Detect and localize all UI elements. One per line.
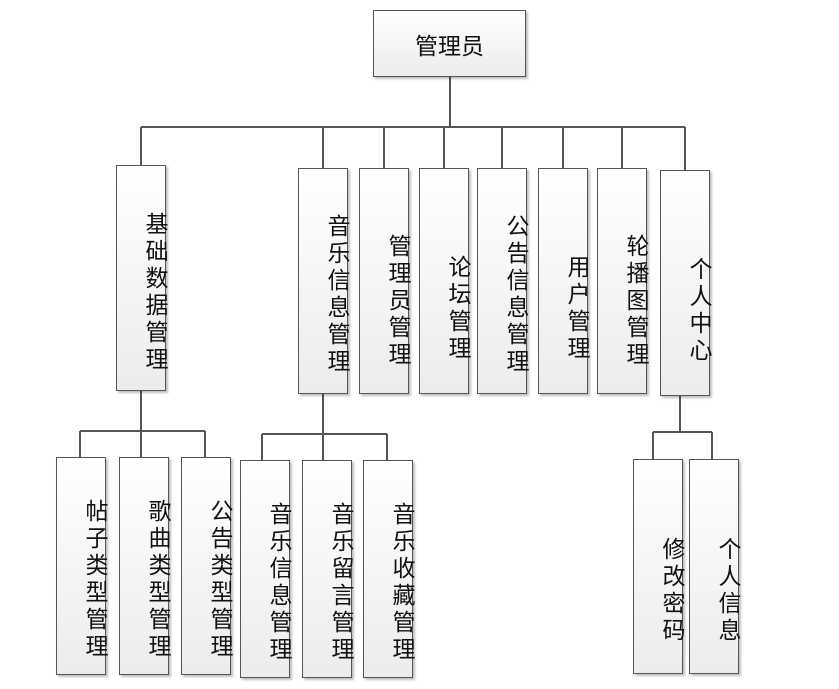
node-music-favorite: 音乐收藏管理 — [363, 460, 414, 678]
node-forum-label: 论坛管理 — [444, 255, 470, 363]
node-carousel-label: 轮播图管理 — [622, 233, 648, 369]
node-music-comment-label: 音乐留言管理 — [327, 502, 353, 664]
node-personal-center: 个人中心 — [660, 170, 711, 396]
root-node-admin: 管理员 — [373, 10, 526, 77]
root-label: 管理员 — [415, 33, 484, 60]
node-post-type-label: 帖子类型管理 — [81, 499, 107, 661]
node-music-info: 音乐信息管理 — [298, 168, 349, 394]
node-base-data: 基础数据管理 — [116, 165, 167, 391]
node-personal-center-label: 个人中心 — [685, 257, 711, 365]
node-notice-info-label: 公告信息管理 — [502, 214, 528, 376]
node-music-info-manage-label: 音乐信息管理 — [265, 502, 291, 664]
node-admin-manage: 管理员管理 — [359, 168, 410, 394]
node-personal-info-label: 个人信息 — [714, 536, 740, 645]
node-post-type: 帖子类型管理 — [56, 457, 107, 675]
node-notice-info: 公告信息管理 — [477, 168, 528, 394]
node-carousel: 轮播图管理 — [597, 168, 648, 394]
node-music-info-label: 音乐信息管理 — [323, 214, 349, 376]
node-change-password: 修改密码 — [633, 459, 684, 674]
node-personal-info: 个人信息 — [689, 459, 740, 674]
node-song-type-label: 歌曲类型管理 — [144, 499, 170, 661]
node-music-info-manage: 音乐信息管理 — [240, 460, 291, 678]
node-song-type: 歌曲类型管理 — [119, 457, 170, 675]
node-user-label: 用户管理 — [563, 255, 589, 363]
node-music-comment: 音乐留言管理 — [302, 460, 353, 678]
node-notice-type: 公告类型管理 — [181, 457, 232, 675]
node-user: 用户管理 — [538, 168, 589, 394]
node-admin-manage-label: 管理员管理 — [384, 233, 410, 369]
node-forum: 论坛管理 — [419, 168, 470, 394]
node-notice-type-label: 公告类型管理 — [206, 499, 232, 661]
node-music-favorite-label: 音乐收藏管理 — [388, 502, 414, 664]
node-change-password-label: 修改密码 — [658, 536, 684, 645]
node-base-data-label: 基础数据管理 — [141, 212, 167, 374]
